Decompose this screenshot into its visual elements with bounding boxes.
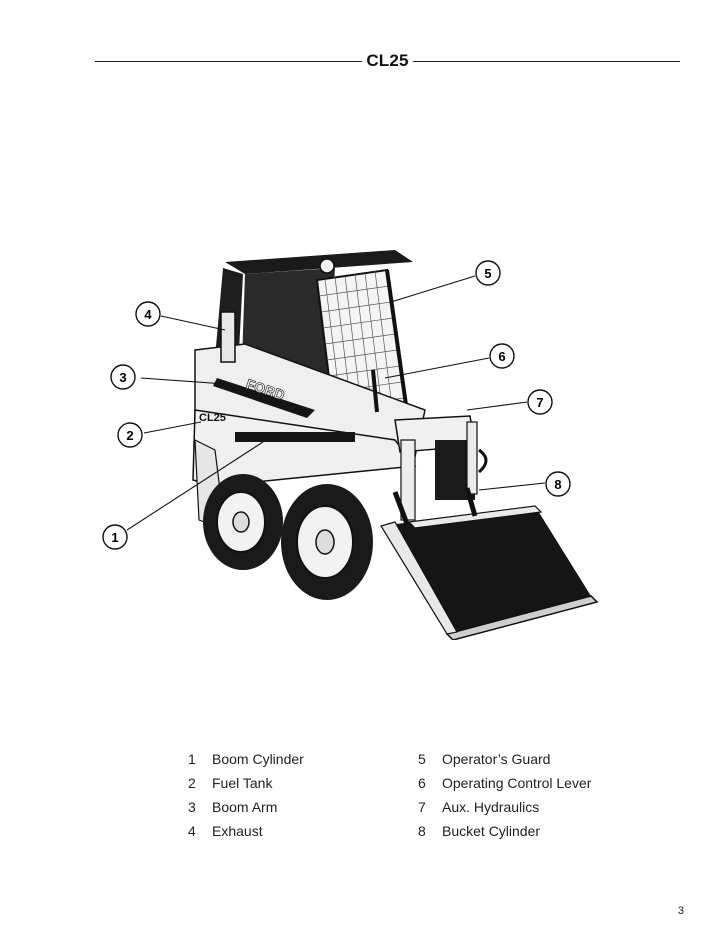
bucket — [380, 487, 599, 640]
legend-number: 5 — [418, 751, 426, 767]
legend-item-operators-guard: 5 Operator’s Guard — [412, 750, 622, 768]
title-rule: CL25 — [95, 50, 680, 72]
legend-item-aux-hydraulics: 7 Aux. Hydraulics — [412, 798, 622, 816]
legend-number: 8 — [418, 823, 426, 839]
legend-item-boom-arm: 3 Boom Arm — [182, 798, 412, 816]
cl25-marking: CL25 — [199, 412, 226, 424]
machine-body — [192, 311, 488, 531]
callout-2: 2 — [117, 422, 143, 448]
callout-4: 4 — [135, 301, 161, 327]
legend-number: 2 — [188, 775, 196, 791]
rear-wheel — [203, 474, 283, 570]
svg-text:2: 2 — [126, 428, 133, 443]
legend-label: Boom Arm — [212, 799, 278, 815]
page-number: 3 — [677, 905, 684, 917]
legend-number: 3 — [188, 799, 196, 815]
legend-item-fuel-tank: 2 Fuel Tank — [182, 774, 412, 792]
skid-steer-loader-illustration: FORD CL25 — [95, 240, 615, 640]
legend-label: Operating Control Lever — [442, 775, 592, 791]
legend-label: Operator’s Guard — [442, 751, 551, 767]
parts-legend: 1 Boom Cylinder 5 Operator’s Guard 2 Fue… — [182, 750, 622, 840]
legend-label: Aux. Hydraulics — [442, 799, 540, 815]
front-wheel — [281, 484, 373, 600]
svg-text:1: 1 — [111, 530, 118, 545]
svg-text:6: 6 — [498, 349, 505, 364]
svg-text:5: 5 — [484, 266, 491, 281]
page-title: CL25 — [366, 51, 409, 70]
title-line-left — [95, 60, 363, 62]
callout-3: 3 — [110, 364, 136, 390]
svg-text:7: 7 — [536, 395, 543, 410]
leader-lines — [126, 275, 546, 531]
callout-8: 8 — [545, 471, 571, 497]
legend-label: Boom Cylinder — [212, 751, 304, 767]
callout-6: 6 — [489, 343, 515, 369]
callout-5: 5 — [475, 260, 501, 286]
callout-7: 7 — [527, 389, 553, 415]
svg-text:4: 4 — [144, 307, 152, 322]
legend-item-boom-cylinder: 1 Boom Cylinder — [182, 750, 412, 768]
legend-label: Fuel Tank — [212, 775, 273, 791]
svg-text:8: 8 — [554, 477, 561, 492]
legend-label: Exhaust — [212, 823, 263, 839]
legend-number: 4 — [188, 823, 196, 839]
legend-number: 1 — [188, 751, 196, 767]
title-line-right — [412, 60, 680, 62]
legend-item-exhaust: 4 Exhaust — [182, 822, 412, 840]
legend-item-operating-control-lever: 6 Operating Control Lever — [412, 774, 622, 792]
svg-text:3: 3 — [119, 370, 126, 385]
legend-item-bucket-cylinder: 8 Bucket Cylinder — [412, 822, 622, 840]
callout-1: 1 — [102, 524, 128, 550]
legend-number: 6 — [418, 775, 426, 791]
legend-label: Bucket Cylinder — [442, 823, 541, 839]
legend-number: 7 — [418, 799, 426, 815]
